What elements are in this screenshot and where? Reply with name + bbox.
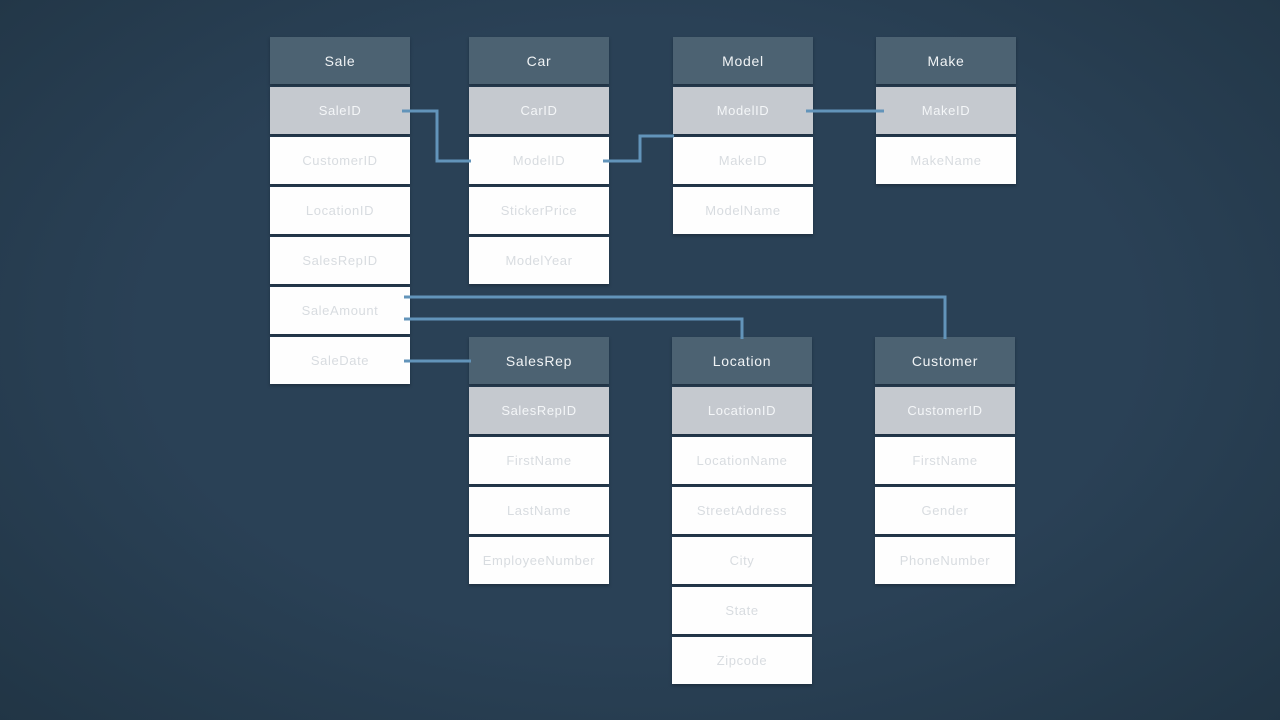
table-model-key-row: ModelID <box>673 87 813 134</box>
table-customer-title: Customer <box>875 337 1015 384</box>
table-row: FirstName <box>875 437 1015 484</box>
table-location-title: Location <box>672 337 812 384</box>
table-row: MakeName <box>876 137 1016 184</box>
connector-sale-customer <box>404 295 947 339</box>
table-salesrep-key-row: SalesRepID <box>469 387 609 434</box>
table-row: StickerPrice <box>469 187 609 234</box>
table-row: StreetAddress <box>672 487 812 534</box>
table-row: ModelName <box>673 187 813 234</box>
table-row: ModelYear <box>469 237 609 284</box>
table-location: Location LocationID LocationName StreetA… <box>672 337 812 687</box>
table-row: SaleAmount <box>270 287 410 334</box>
table-salesrep-title: SalesRep <box>469 337 609 384</box>
table-row: MakeID <box>673 137 813 184</box>
table-row: SaleDate <box>270 337 410 384</box>
connector-sale-location <box>404 317 744 339</box>
table-model-title: Model <box>673 37 813 84</box>
table-sale-title: Sale <box>270 37 410 84</box>
table-row: PhoneNumber <box>875 537 1015 584</box>
table-customer: Customer CustomerID FirstName Gender Pho… <box>875 337 1015 587</box>
table-row: SalesRepID <box>270 237 410 284</box>
table-row: City <box>672 537 812 584</box>
table-row: LocationID <box>270 187 410 234</box>
table-row: CustomerID <box>270 137 410 184</box>
connector-sale-car <box>402 109 471 163</box>
table-customer-key-row: CustomerID <box>875 387 1015 434</box>
table-row: LastName <box>469 487 609 534</box>
table-row: EmployeeNumber <box>469 537 609 584</box>
table-car: Car CarID ModelID StickerPrice ModelYear <box>469 37 609 287</box>
table-row: ModelID <box>469 137 609 184</box>
table-model: Model ModelID MakeID ModelName <box>673 37 813 237</box>
table-sale: Sale SaleID CustomerID LocationID SalesR… <box>270 37 410 387</box>
connector-car-model <box>603 134 674 163</box>
table-row: Gender <box>875 487 1015 534</box>
table-row: State <box>672 587 812 634</box>
table-make-title: Make <box>876 37 1016 84</box>
table-car-title: Car <box>469 37 609 84</box>
table-make-key-row: MakeID <box>876 87 1016 134</box>
table-salesrep: SalesRep SalesRepID FirstName LastName E… <box>469 337 609 587</box>
table-location-key-row: LocationID <box>672 387 812 434</box>
table-row: Zipcode <box>672 637 812 684</box>
table-row: LocationName <box>672 437 812 484</box>
table-car-key-row: CarID <box>469 87 609 134</box>
table-row: FirstName <box>469 437 609 484</box>
table-sale-key-row: SaleID <box>270 87 410 134</box>
table-make: Make MakeID MakeName <box>876 37 1016 187</box>
